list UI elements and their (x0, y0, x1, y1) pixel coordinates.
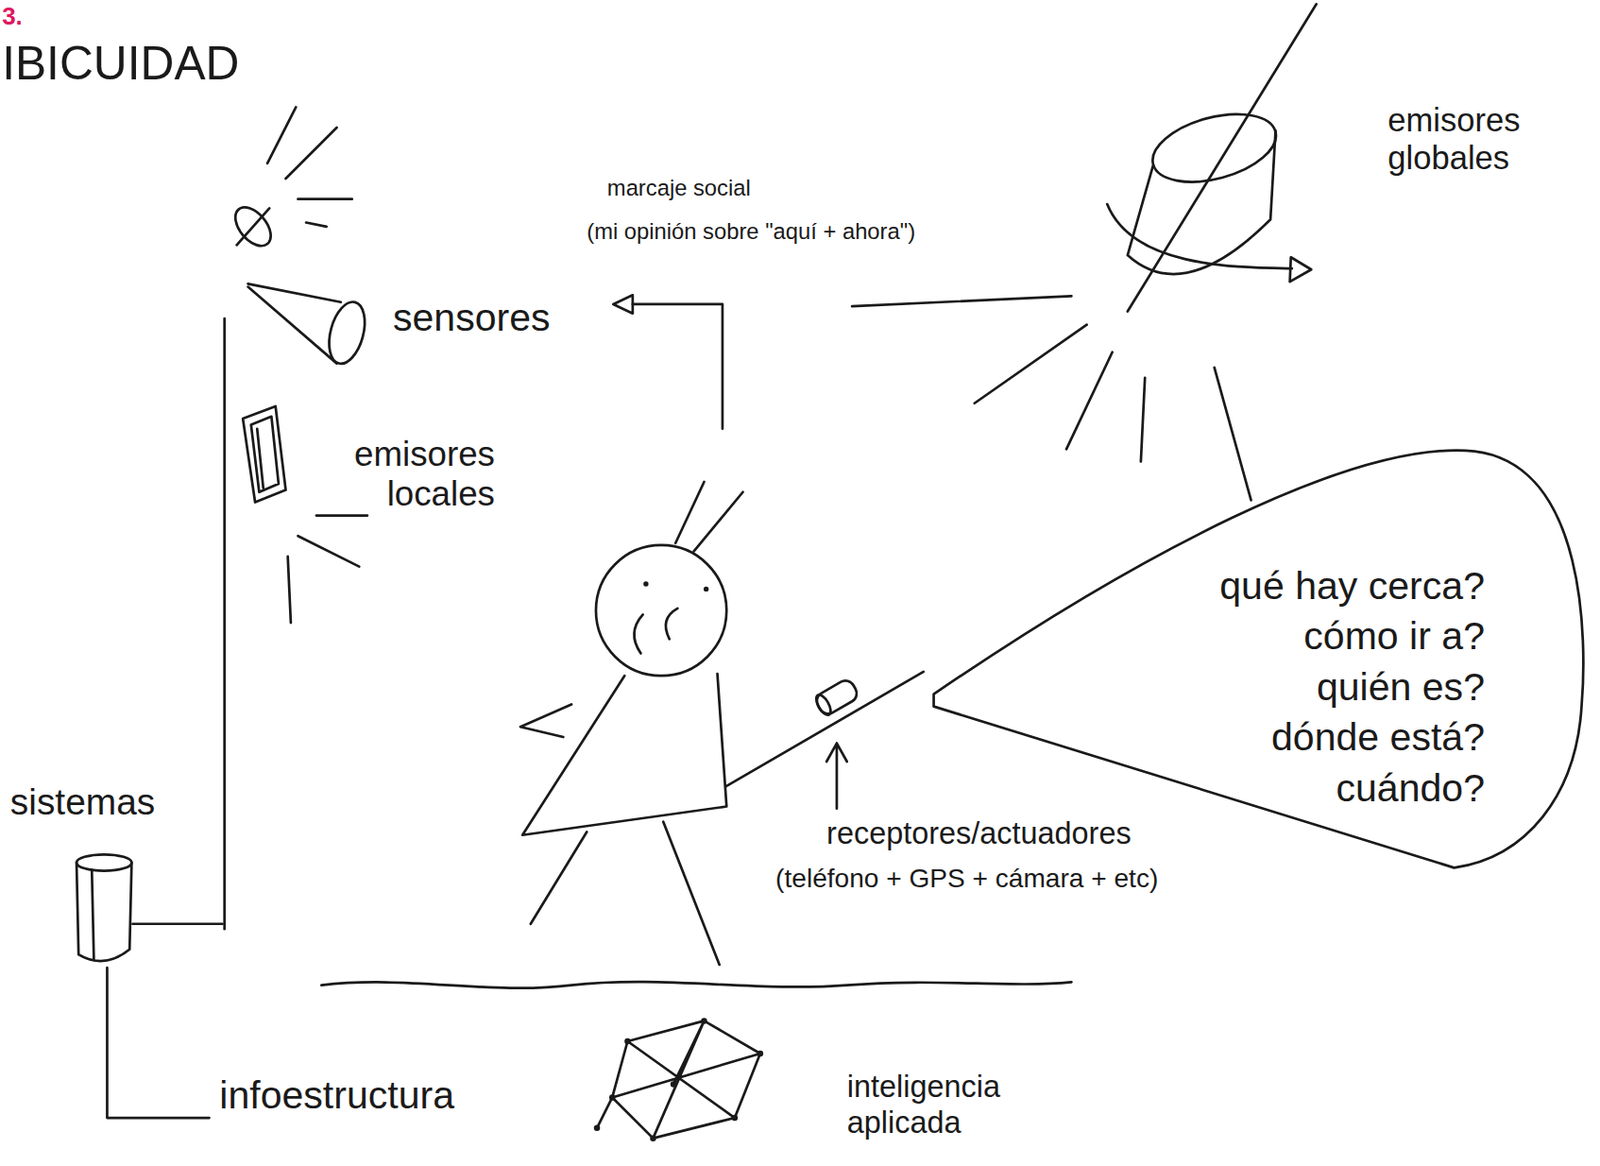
bubble-outline-path (934, 450, 1584, 869)
network-dots (594, 1017, 764, 1141)
screen-frame (242, 406, 286, 503)
left-arm (520, 703, 572, 737)
cylinder-top (76, 853, 132, 870)
ground-line (321, 981, 1072, 988)
hair (675, 481, 743, 551)
part-label: infoestructura (219, 1073, 455, 1119)
wire (106, 967, 209, 1118)
sensor-icon (248, 283, 372, 368)
part-label: inteligencia aplicada (847, 1069, 1041, 1141)
speech-bubble: qué hay cerca? cómo ir a? quién es? dónd… (923, 439, 1587, 888)
screen-inner (251, 416, 279, 493)
head (595, 544, 727, 676)
part-label: sensores (392, 295, 551, 341)
wire (132, 921, 222, 925)
section-number: 3. (1, 1, 23, 31)
network-icon (594, 1017, 764, 1141)
phone-icon (813, 677, 860, 717)
cylinder-body (76, 862, 132, 961)
satellite-top (1145, 102, 1284, 194)
pointer-arrow (826, 743, 848, 809)
open-arrowhead (612, 294, 633, 313)
note-label: marcaje social (607, 175, 751, 202)
body (522, 673, 727, 835)
lamp-rays (237, 106, 353, 245)
lamp-icon (228, 106, 353, 253)
eye (703, 586, 709, 592)
eye (643, 580, 648, 586)
network-dot (731, 1114, 738, 1121)
right-arm (726, 671, 924, 786)
satellite-body (1127, 130, 1277, 274)
network-dot (594, 1124, 600, 1131)
question-text: qué hay cerca? cómo ir a? quién es? dónd… (1208, 561, 1485, 814)
note-label: (mi opinión sobre "aquí + ahora") (586, 218, 916, 244)
sensor-cone (248, 283, 341, 363)
local-emitter-icon (242, 406, 368, 623)
network-dot (609, 1093, 615, 1100)
face-mouth (633, 608, 678, 654)
emitter-rays (288, 515, 368, 623)
open-arrowhead (1290, 256, 1312, 282)
network-dot (624, 1038, 630, 1044)
note-label: (teléfono + GPS + cámara + etc) (775, 863, 1158, 894)
part-label: receptores/actuadores (826, 816, 1132, 852)
network-dot (757, 1050, 764, 1056)
phone-end (813, 692, 834, 717)
legs (530, 821, 720, 965)
broadcast-rays (851, 295, 1251, 500)
bubble-outline (923, 439, 1587, 888)
diagram-title: IBICUIDAD (1, 36, 239, 91)
network-links (596, 1020, 761, 1138)
part-label: emisores locales (341, 433, 495, 513)
satellite-icon (851, 3, 1317, 500)
network-dot (649, 1134, 656, 1141)
part-label: sistemas (10, 781, 155, 824)
network-dot (700, 1017, 707, 1023)
tagging-arrow (632, 304, 723, 429)
systems-cylinder (76, 853, 222, 1118)
pole-line (222, 318, 226, 929)
orbit-arrow (1106, 204, 1293, 269)
part-label: emisores globales (1387, 102, 1551, 178)
network-dot (670, 1080, 677, 1087)
phone-body (813, 677, 860, 717)
sensor-opening (323, 297, 372, 368)
